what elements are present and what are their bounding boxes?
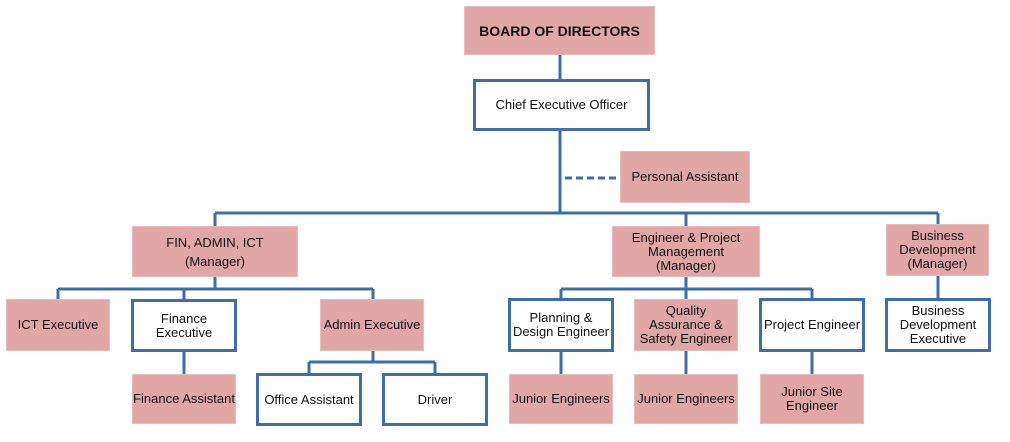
admin-executive-node: Admin Executive [320,299,424,351]
business-development-manager-node: Business Development (Manager) [886,224,989,276]
finance-executive-node: Finance Executive [131,299,237,352]
driver-node: Driver [382,373,488,426]
junior-engineers-node: Junior Engineers [634,374,738,424]
fin-admin-ict-manager-node: FIN, ADMIN, ICT (Manager) [132,226,298,277]
junior-site-engineer-node: Junior Site Engineer [760,374,864,424]
engineering-project-manager-node: Engineer & Project Management (Manager) [612,226,760,277]
project-engineer-node: Project Engineer [759,298,865,352]
ceo-node: Chief Executive Officer [473,79,650,131]
office-assistant-node: Office Assistant [256,373,362,426]
junior-engineers-node: Junior Engineers [509,374,613,424]
qa-safety-engineer-node: Quality Assurance & Safety Engineer [634,299,738,351]
finance-assistant-node: Finance Assistant [132,374,236,424]
business-development-executive-node: Business Development Executive [885,298,991,352]
board-of-directors-node: BOARD OF DIRECTORS [464,6,655,55]
planning-design-engineer-node: Planning & Design Engineer [508,298,614,352]
personal-assistant-node: Personal Assistant [620,151,750,203]
ict-executive-node: ICT Executive [6,299,110,351]
